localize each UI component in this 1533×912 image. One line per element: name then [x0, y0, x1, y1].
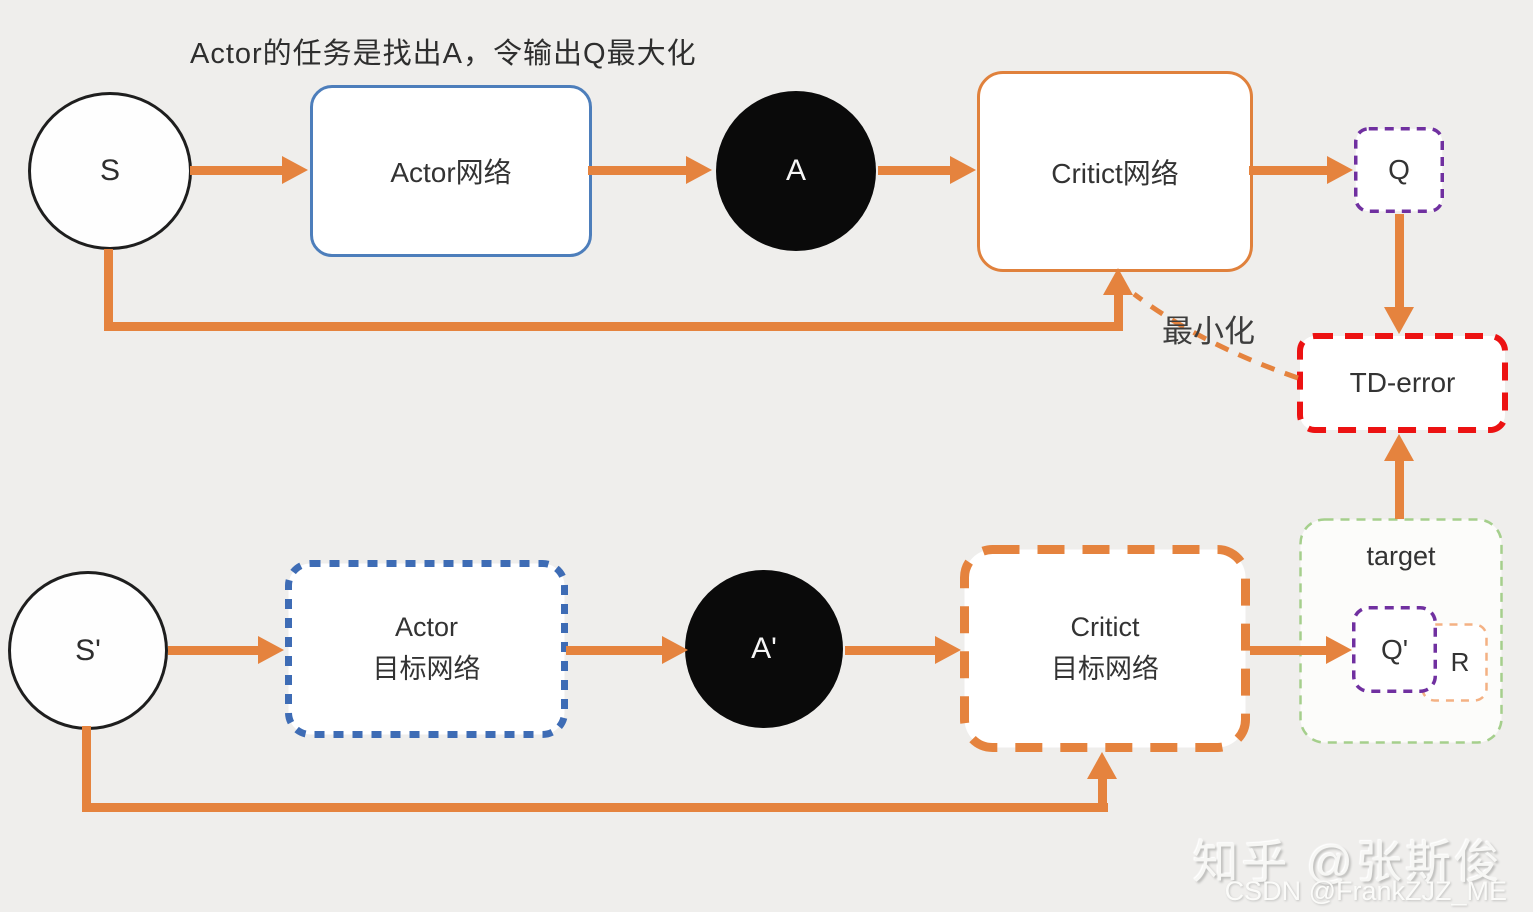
td-error-label: TD-error	[1349, 367, 1456, 398]
critic-network-label: Critict网络	[1051, 157, 1179, 189]
actor-target-node: Actor 目标网络	[285, 560, 568, 738]
arrow-s-to-actor	[190, 166, 284, 175]
arrow-target-to-tderror-head	[1384, 434, 1414, 461]
feedback-s-riser	[1114, 293, 1123, 331]
zhihu-watermark: 知乎 @张斯俊	[1192, 836, 1503, 888]
arrow-target-to-tderror	[1395, 458, 1404, 519]
feedback-sprime-vertical	[82, 726, 91, 812]
action-a-prime-label: A'	[751, 632, 777, 665]
actor-target-line2: 目标网络	[372, 654, 481, 684]
diagram-title: Actor的任务是找出A，令输出Q最大化	[190, 38, 697, 70]
arrow-actor-to-a-head	[686, 156, 712, 184]
q-label: Q	[1388, 154, 1410, 185]
arrow-critictarget-to-qprime-head	[1326, 636, 1352, 664]
target-label: target	[1366, 540, 1436, 571]
state-s-prime-node: S'	[8, 571, 168, 730]
arrow-critictarget-to-qprime	[1250, 646, 1326, 655]
action-a-node: A	[716, 91, 876, 251]
feedback-s-vertical	[104, 249, 113, 331]
arrow-q-to-tderror	[1395, 214, 1404, 310]
arrow-critic-to-q	[1249, 166, 1327, 175]
critic-target-node: Critict 目标网络	[960, 545, 1250, 752]
arrow-aprime-to-critictarget-head	[935, 636, 961, 664]
state-s-label: S	[99, 154, 120, 187]
arrow-s-to-actor-head	[282, 156, 308, 184]
critic-network-node: Critict网络	[977, 71, 1253, 272]
r-label: R	[1450, 647, 1470, 677]
arrow-critic-to-q-head	[1327, 156, 1353, 184]
arrow-a-to-critic-head	[950, 156, 976, 184]
arrow-q-to-tderror-head	[1384, 307, 1414, 334]
arrow-aprime-to-critictarget	[845, 646, 935, 655]
arrow-a-to-critic	[878, 166, 950, 175]
feedback-sprime-horizontal	[82, 803, 1108, 812]
arrow-sprime-to-actortarget	[168, 646, 260, 655]
feedback-sprime-arrowhead	[1087, 752, 1117, 779]
arrow-actor-to-a	[588, 166, 686, 175]
feedback-s-arrowhead	[1103, 268, 1133, 295]
q-prime-label: Q'	[1380, 633, 1409, 665]
actor-target-line1: Actor	[394, 612, 459, 643]
feedback-s-horizontal	[104, 322, 1123, 331]
actor-network-node: Actor网络	[310, 85, 592, 257]
minimize-annotation: 最小化	[1162, 314, 1255, 349]
feedback-sprime-riser	[1098, 777, 1107, 812]
action-a-label: A	[785, 154, 806, 187]
csdn-watermark: CSDN @FrankZJZ_ME	[1224, 876, 1507, 906]
arrow-actortarget-to-aprime	[566, 646, 662, 655]
actor-network-label: Actor网络	[390, 157, 512, 188]
arrow-sprime-to-actortarget-head	[258, 636, 284, 664]
state-s-prime-label: S'	[75, 633, 101, 667]
action-a-prime-node: A'	[685, 570, 843, 728]
state-s-node: S	[28, 92, 192, 250]
critic-target-line1: Critict	[1070, 611, 1140, 642]
arrow-actortarget-to-aprime-head	[662, 636, 688, 664]
critic-target-line2: 目标网络	[1051, 653, 1159, 684]
